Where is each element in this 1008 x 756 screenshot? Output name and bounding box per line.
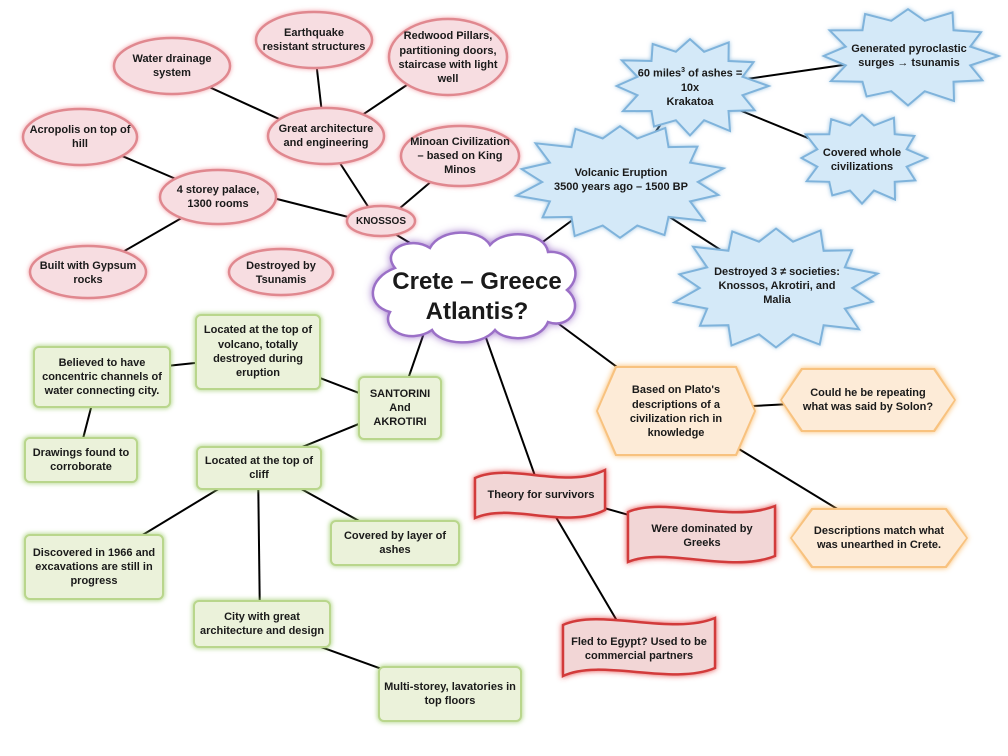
- cliff-top-box: [196, 446, 322, 490]
- drawings-box: [24, 437, 138, 483]
- ashes-layer-box: [330, 520, 460, 566]
- plato-hexagon: [596, 366, 756, 456]
- node-volcanic-eruption: [513, 124, 727, 240]
- node-knossos: [345, 204, 417, 238]
- discovered-box: [24, 534, 164, 600]
- santorini-box: [358, 376, 442, 440]
- node-greeks: [626, 504, 777, 564]
- node-egypt: [561, 616, 717, 678]
- central-cloud: [371, 231, 577, 344]
- node-gypsum: [28, 244, 148, 300]
- node-redwood: [387, 17, 509, 97]
- node-palace: [158, 168, 278, 226]
- node-ashes: [614, 37, 772, 137]
- match-hexagon: [790, 508, 968, 568]
- node-pyroclastic: [821, 7, 1002, 107]
- city-box: [193, 600, 331, 648]
- node-water-drainage: [112, 36, 232, 96]
- solon-hexagon: [780, 368, 956, 432]
- node-theory-survivors: [473, 467, 607, 520]
- node-destroyed-three: [671, 227, 881, 349]
- node-covered-civilizations: [799, 113, 930, 206]
- node-great-arch: [266, 106, 386, 166]
- multistorey-box: [378, 666, 522, 722]
- node-minoan: [399, 124, 521, 188]
- concentric-box: [33, 346, 171, 408]
- node-earthquake: [254, 10, 374, 70]
- node-acropolis: [21, 107, 139, 167]
- node-destroyed-tsunamis: [227, 247, 335, 297]
- volcano-top-box: [195, 314, 321, 390]
